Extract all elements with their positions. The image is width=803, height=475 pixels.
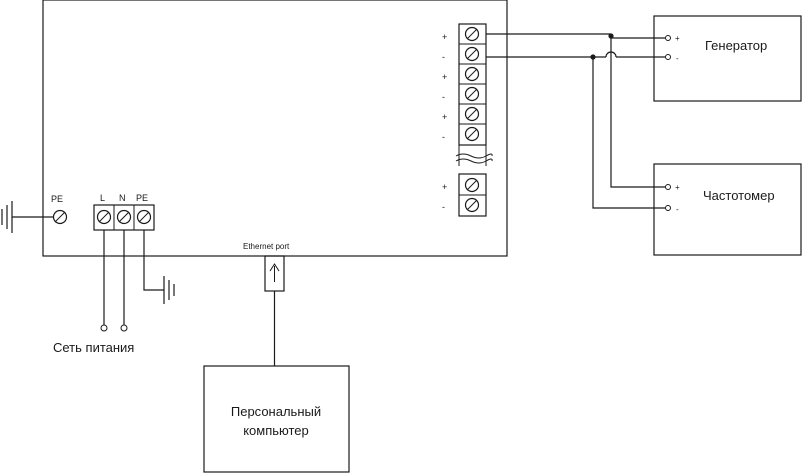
computer-label-line1: Персональный xyxy=(231,404,321,419)
frequency-meter-plus: + xyxy=(675,183,680,192)
generator-plus: + xyxy=(675,34,680,43)
computer-label-line2: компьютер xyxy=(243,423,309,438)
computer-box xyxy=(203,365,350,473)
terminal-screws xyxy=(464,26,480,213)
ethernet-label: Ethernet port xyxy=(243,242,290,251)
mains-label: Сеть питания xyxy=(53,340,134,355)
terminal-sign-5: + xyxy=(442,112,447,122)
generator-minus: - xyxy=(676,54,679,63)
label-n: N xyxy=(119,193,126,203)
terminal-strip xyxy=(455,23,493,217)
terminal-sign-3: + xyxy=(442,72,447,82)
frequency-meter-minus: - xyxy=(676,205,679,214)
screw-3 xyxy=(464,66,480,82)
frequency-meter-label: Частотомер xyxy=(703,188,775,203)
screw-2 xyxy=(464,46,480,62)
power-terminal-block xyxy=(93,204,155,231)
terminal-sign-4: - xyxy=(442,92,445,102)
terminal-sign-7: + xyxy=(442,182,447,192)
ethernet-port xyxy=(264,255,285,292)
generator-box xyxy=(653,15,802,102)
screw-1 xyxy=(464,26,480,42)
screw-6 xyxy=(464,126,480,142)
terminal-sign-2: - xyxy=(442,52,445,62)
screw-7 xyxy=(464,177,480,193)
terminal-signs: + - + - + - + - xyxy=(442,32,447,212)
terminal-sign-1: + xyxy=(442,32,447,42)
pe-ground-bottom xyxy=(143,230,175,304)
pe-ground-left xyxy=(1,201,68,233)
screw-5 xyxy=(464,106,480,122)
screw-8 xyxy=(464,197,480,213)
terminal-sign-6: - xyxy=(442,132,445,142)
label-pe: PE xyxy=(136,193,148,203)
label-l: L xyxy=(100,193,105,203)
frequency-meter-box xyxy=(653,163,802,256)
terminal-sign-8: - xyxy=(442,202,445,212)
signal-wires xyxy=(486,33,665,209)
mains-wires xyxy=(100,230,128,332)
pe-left-label: PE xyxy=(51,194,63,204)
screw-4 xyxy=(464,86,480,102)
main-unit-box xyxy=(42,0,508,257)
generator-label: Генератор xyxy=(705,38,767,53)
